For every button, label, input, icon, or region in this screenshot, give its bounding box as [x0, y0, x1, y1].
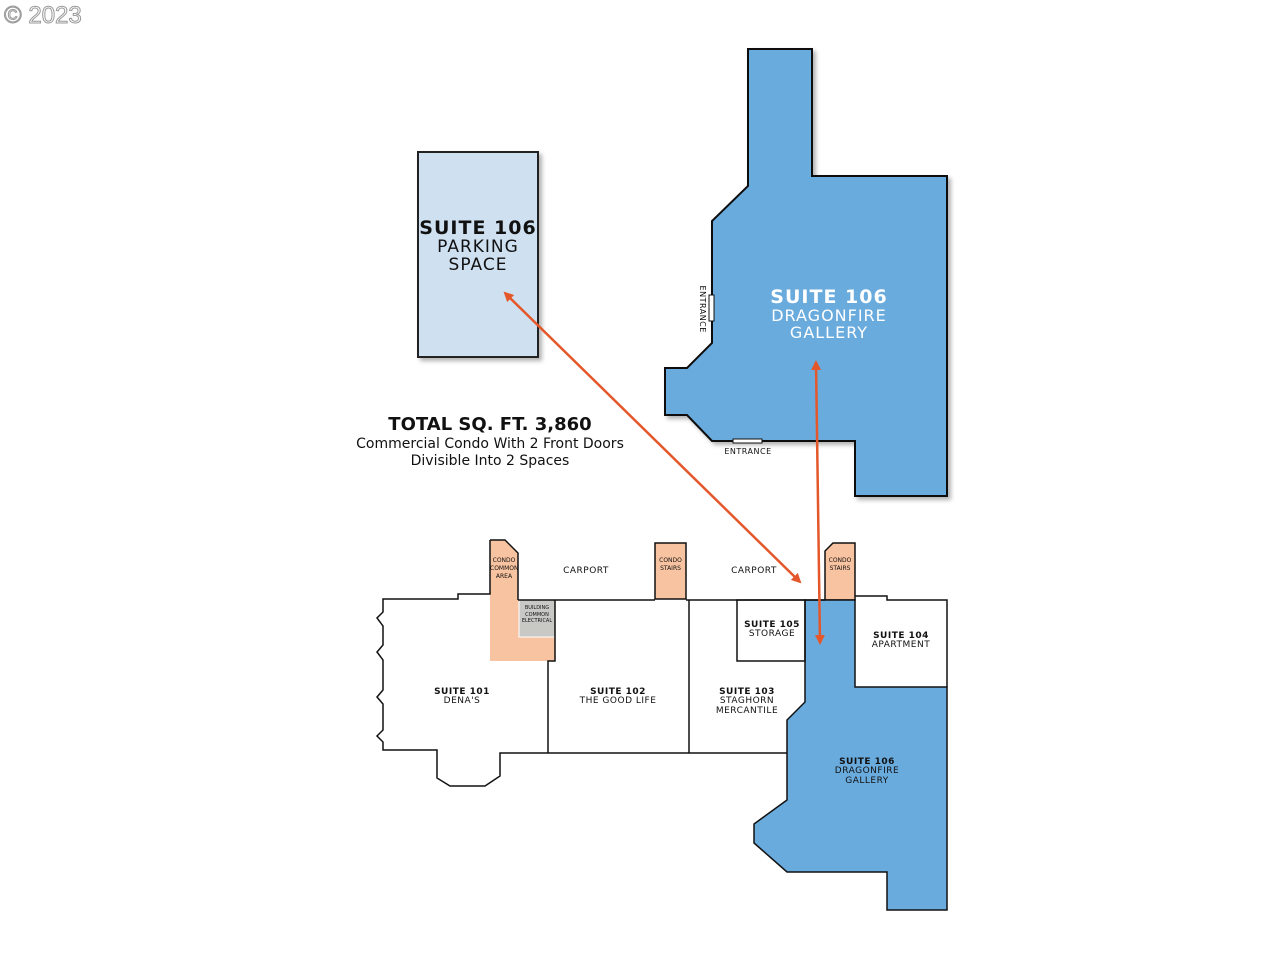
suite-106-lower-label: SUITE 106 DRAGONFIRE GALLERY — [827, 757, 907, 786]
upper-suite-line2: GALLERY — [789, 322, 869, 342]
upper-suite-label: SUITE 106 DRAGONFIRE GALLERY — [740, 286, 918, 342]
total-sqft: TOTAL SQ. FT. 3,860 — [388, 414, 592, 435]
suite-102-label: SUITE 102 THE GOOD LIFE — [560, 687, 676, 707]
suite-104-name: APARTMENT — [871, 640, 931, 651]
entrance-bottom-label: ENTRANCE — [724, 447, 772, 456]
parking-line1: PARKING — [437, 236, 519, 257]
summary-line2: Divisible Into 2 Spaces — [410, 452, 570, 469]
suite-103-name1: STAGHORN — [719, 696, 775, 707]
suite-106-lower — [753, 599, 948, 911]
entrance-side-label: ENTRANCE — [698, 285, 708, 333]
suite-102-title: SUITE 102 — [590, 687, 646, 697]
suite-104-title: SUITE 104 — [873, 631, 929, 641]
lower-floor-plan — [375, 539, 948, 911]
suite-103-label: SUITE 103 STAGHORN MERCANTILE — [707, 687, 787, 716]
arrow-parking — [503, 291, 802, 584]
upper-suite-title: SUITE 106 — [770, 286, 888, 308]
suite-101-title: SUITE 101 — [434, 687, 490, 697]
parking-title: SUITE 106 — [419, 217, 537, 239]
suite-106-lower-name1: DRAGONFIRE — [834, 766, 900, 777]
entrance-door-side — [708, 294, 715, 322]
arrow-gallery — [811, 360, 825, 645]
carport-2-label: CARPORT — [731, 566, 777, 576]
summary: TOTAL SQ. FT. 3,860 Commercial Condo Wit… — [320, 414, 660, 469]
suite-103-name2: MERCANTILE — [715, 705, 779, 716]
carport-1-label: CARPORT — [563, 566, 609, 576]
condo-common-label: CONDO COMMON AREA — [490, 557, 519, 580]
suite-105-box — [736, 599, 806, 662]
suite-102-name: THE GOOD LIFE — [579, 696, 657, 707]
suite-106-lower-name2: GALLERY — [845, 775, 889, 786]
suite-101-label: SUITE 101 DENA'S — [412, 687, 512, 707]
suite-106-upper-plan — [664, 48, 948, 497]
condo-stairs-2-label: CONDO STAIRS — [828, 557, 852, 572]
suite-105-label: SUITE 105 STORAGE — [737, 620, 807, 640]
suite-101-name: DENA'S — [443, 696, 481, 707]
building-electrical — [518, 599, 556, 638]
copyright-watermark: © 2023 — [4, 2, 83, 30]
suite-103-title: SUITE 103 — [719, 687, 775, 697]
entrance-door-bottom — [732, 438, 763, 444]
suite-105-name: STORAGE — [748, 629, 796, 640]
suite-106-lower-title: SUITE 106 — [839, 757, 895, 767]
summary-line1: Commercial Condo With 2 Front Doors — [356, 435, 624, 452]
condo-stairs-1-label: CONDO STAIRS — [659, 557, 682, 572]
suite-104-label: SUITE 104 APARTMENT — [857, 631, 945, 651]
parking-label: SUITE 106 PARKING SPACE — [418, 217, 538, 275]
suite-105-title: SUITE 105 — [744, 620, 800, 630]
parking-line2: SPACE — [448, 254, 508, 275]
upper-suite-line1: DRAGONFIRE — [771, 305, 887, 325]
building-electrical-label: BUILDING COMMON ELECTRICAL — [521, 605, 553, 624]
